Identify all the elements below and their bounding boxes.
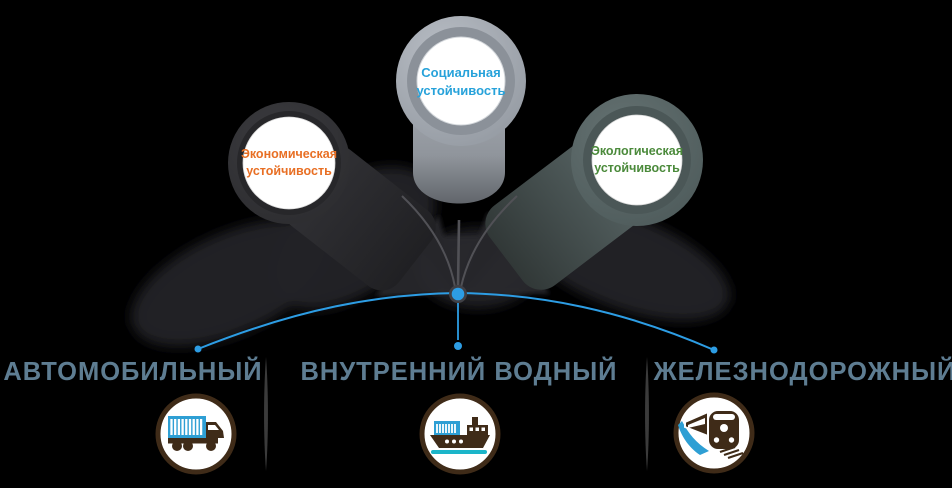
truck-wheel-3 bbox=[206, 441, 216, 451]
train-windshield bbox=[713, 414, 735, 420]
ship-porthole-1 bbox=[445, 439, 449, 444]
ship-funnel bbox=[472, 417, 478, 425]
economic-label-line1: Экономическая bbox=[241, 147, 337, 161]
connector-arc-group bbox=[194, 285, 718, 354]
hub-node bbox=[451, 287, 465, 301]
social-label-line1: Социальная bbox=[421, 65, 500, 80]
ship-window-3 bbox=[481, 427, 485, 431]
ship-porthole-3 bbox=[459, 439, 463, 444]
economic-face bbox=[242, 116, 336, 210]
mode-label-road: АВТОМОБИЛЬНЫЙ bbox=[3, 356, 262, 386]
truck-chassis bbox=[168, 438, 218, 444]
arc-endpoint-left-dot bbox=[194, 345, 202, 353]
train-track bbox=[719, 445, 744, 460]
pillar-ecological: Экологическая устойчивость bbox=[571, 94, 703, 226]
transport-modes: АВТОМОБИЛЬНЫЙ ВНУТРЕННИЙ ВОДНЫЙ ЖЕЛЕЗНОД… bbox=[3, 356, 952, 475]
arc-midpoint-dot bbox=[454, 342, 462, 350]
truck-window bbox=[208, 425, 219, 430]
divider-left bbox=[264, 357, 268, 471]
divider-right bbox=[645, 357, 649, 471]
train-icon bbox=[673, 392, 755, 474]
center-stem-line bbox=[456, 219, 461, 289]
mode-label-inland-water: ВНУТРЕННИЙ ВОДНЫЙ bbox=[300, 356, 617, 386]
ecological-label-line1: Экологическая bbox=[591, 144, 683, 158]
mode-label-rail: ЖЕЛЕЗНОДОРОЖНЫЙ bbox=[653, 356, 952, 386]
truck-container-stripes bbox=[170, 419, 203, 435]
convergence-lines bbox=[401, 195, 518, 289]
train-headlight bbox=[720, 424, 728, 432]
ecological-face bbox=[591, 114, 683, 206]
truck-wheel-2 bbox=[183, 441, 193, 451]
arc-endpoint-right-dot bbox=[710, 346, 718, 354]
pillar-economic: Экономическая устойчивость bbox=[228, 102, 350, 224]
ship-icon bbox=[419, 393, 501, 475]
train-lamp-right bbox=[728, 437, 735, 443]
right-fan-edge-line bbox=[460, 195, 518, 288]
ship-porthole-2 bbox=[452, 439, 456, 444]
ship-window-2 bbox=[475, 427, 479, 431]
social-label-line2: устойчивость bbox=[417, 83, 506, 98]
economic-label-line2: устойчивость bbox=[246, 164, 332, 178]
train-lamp-left bbox=[713, 437, 720, 443]
truck-icon bbox=[155, 393, 237, 475]
truck-wheel-1 bbox=[172, 441, 182, 451]
pillar-social: Социальная устойчивость bbox=[396, 16, 526, 146]
left-fan-edge-line bbox=[401, 195, 456, 288]
train-side-windows bbox=[688, 418, 705, 428]
ecological-label-line2: устойчивость bbox=[594, 161, 680, 175]
train-swoosh bbox=[678, 421, 709, 455]
ship-window-1 bbox=[469, 427, 473, 431]
ship-container-stripes bbox=[436, 424, 456, 433]
social-face bbox=[416, 36, 506, 126]
